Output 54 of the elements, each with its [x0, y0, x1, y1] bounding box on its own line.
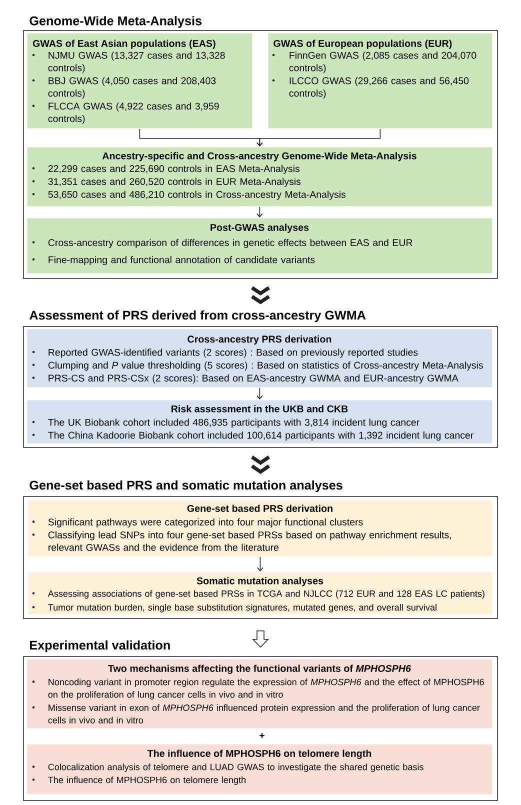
- bullet-text: 53,650 cases and 486,210 controls in Cross-ancestry Meta-Analysis: [48, 190, 346, 200]
- bullet-text: The influence of MPHOSPH6 on telomere length: [48, 776, 246, 785]
- arrow: [256, 206, 263, 218]
- plus-sign: +: [260, 733, 264, 738]
- panel-box: [27, 329, 492, 388]
- bullet-text: Reported GWAS-identified variants (2 scores) : Based on previously reported studies: [48, 348, 418, 358]
- panel-heading: GWAS of European populations (EUR): [274, 40, 452, 49]
- bullet-text: Significant pathways were categorized into four major functional clusters: [48, 518, 363, 528]
- panel-heading: Post-GWAS analyses: [210, 224, 309, 233]
- panel-heading: Cross-ancestry PRS derivation: [188, 335, 332, 345]
- bullet-text: Tumor mutation burden, single base substitution signatures, mutated genes, and overall survival: [48, 604, 436, 612]
- section-title: Genome-Wide Meta-Analysis: [30, 16, 202, 28]
- bullet-text: 31,351 cases and 260,520 controls in EUR Meta-Analysis: [48, 178, 301, 187]
- bracket-arrow: [256, 128, 381, 146]
- panel-heading: Risk assessment in the UKB and CKB: [171, 405, 348, 412]
- bullet-text: Colocalization analysis of telomere and LUAD GWAS to investigate the shared genetic basis: [48, 764, 424, 772]
- arrow: [257, 556, 264, 572]
- bullet-text: PRS-CS and PRS-CSx (2 scores): Based on EAS-ancestry GWMA and EUR-ancestry GWMA: [48, 374, 458, 384]
- bullet-text: Cross-ancestry comparison of differences in genetic effects between EAS and EUR: [48, 238, 412, 248]
- panel-heading: Ancestry-specific and Cross-ancestry Genome-Wide Meta-Analysis: [102, 152, 416, 162]
- section-title: Gene-set based PRS and somatic mutation analyses: [30, 480, 342, 492]
- panel-heading: Gene-set based PRS derivation: [187, 504, 332, 512]
- bullet-text: Classifying lead SNPs into four gene-set based PRSs based on pathway enrichment results, relevant GWASs and the evidence from the literature: [48, 531, 451, 551]
- bullet-text: NJMU GWAS (13,327 cases and 13,328 controls): [48, 52, 225, 74]
- panel-heading: GWAS of East Asian populations (EAS): [32, 40, 216, 49]
- panel-box: [27, 218, 492, 274]
- panel-heading: The influence of MPHOSPH6 on telomere length: [147, 750, 372, 759]
- panel-box: [28, 572, 492, 614]
- panel-heading: Somatic mutation analyses: [196, 577, 324, 586]
- bullet-text: FinnGen GWAS (2,085 cases and 204,070 controls): [289, 52, 476, 74]
- arrow: [256, 388, 263, 400]
- bullet-text: Fine-mapping and functional annotation of candidate variants: [48, 256, 315, 266]
- bullet-text: Missense variant in exon of MPHOSPH6 influenced protein expression and the proliferation of lung cancer cells in vivo and in vitro: [48, 704, 480, 724]
- panel-box: [27, 744, 492, 794]
- panel-box: [27, 147, 492, 206]
- bullet-text: ILCCO GWAS (29,266 cases and 56,450 controls): [289, 77, 469, 99]
- bullet-text: The UK Biobank cohort included 486,935 participants with 3,814 incident lung cancer: [48, 418, 420, 428]
- panel-box: [268, 33, 492, 128]
- bullet-text: Assessing associations of gene-set based PRSs in TCGA and NJLCC (712 EUR and 128 EAS LC patients): [48, 590, 484, 599]
- bullet-text: The China Kadoorie Biobank cohort included 100,614 participants with 1,392 incident lung cancer: [48, 432, 474, 441]
- bullet-text: FLCCA GWAS (4,922 cases and 3,959 controls): [48, 102, 219, 124]
- panel-box: [27, 659, 492, 728]
- bullet-text: BBJ GWAS (4,050 cases and 208,403 controls): [48, 77, 216, 99]
- bullet-text: Clumping and P value thresholding (5 scores) : Based on statistics of Cross-ancestry Meta-Analysis: [48, 362, 483, 371]
- section-title: Experimental validation: [30, 640, 170, 652]
- panel-box: [27, 400, 492, 444]
- panel-box: [28, 500, 492, 556]
- section-title: Assessment of PRS derived from cross-ancestry GWMA: [30, 310, 366, 322]
- double-chevron-arrow: [250, 455, 271, 474]
- double-chevron-arrow: [250, 286, 271, 304]
- hollow-arrow: [252, 630, 269, 648]
- bullet-text: 22,299 cases and 225,690 controls in EAS Meta-Analysis: [48, 164, 300, 174]
- panel-heading: Two mechanisms affecting the functional variants of MPHOSPH6: [108, 664, 412, 674]
- panel-box: [27, 33, 252, 128]
